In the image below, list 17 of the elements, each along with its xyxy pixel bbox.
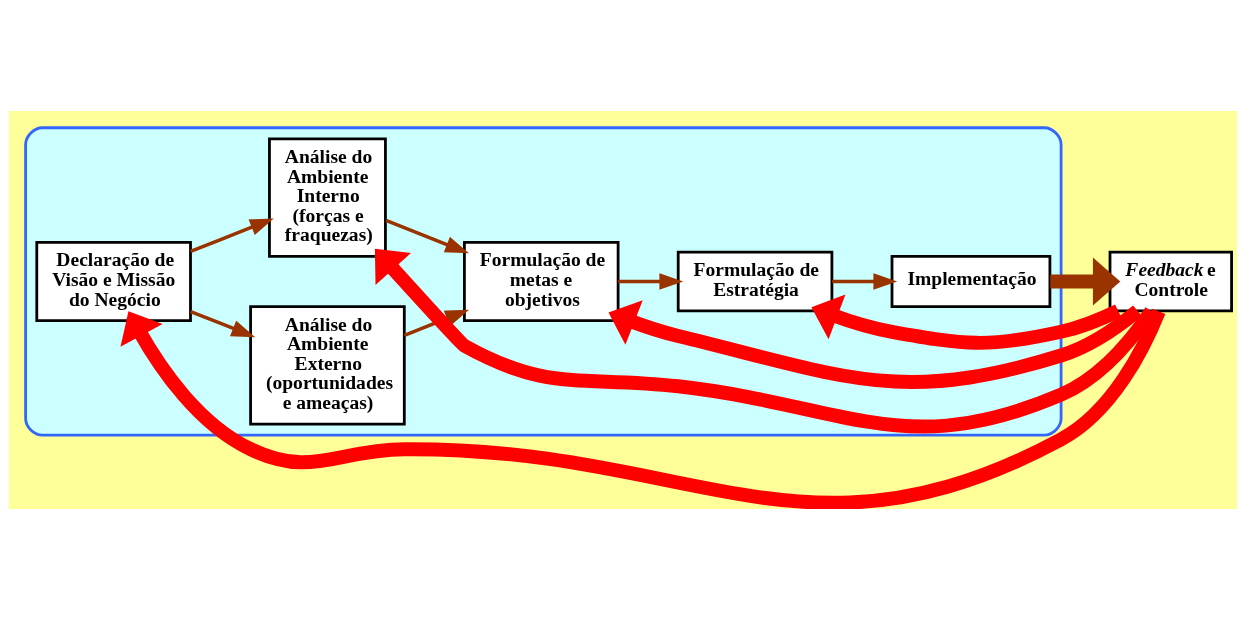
arrow xyxy=(832,272,898,290)
arrow xyxy=(618,272,684,290)
node-box: Implementação xyxy=(890,254,1052,308)
node-box: Formulação de metas e objetivos xyxy=(463,240,620,322)
arrow xyxy=(189,309,256,337)
cluster xyxy=(24,125,1063,437)
arrow xyxy=(120,308,1166,509)
arrow xyxy=(811,293,1122,350)
node-box: Formulação de Estratégia xyxy=(676,250,834,312)
arrow xyxy=(385,218,469,253)
arrow xyxy=(608,299,1142,389)
node-box: Declaração de Visão e Missão do Negócio xyxy=(35,240,192,322)
node-box: Feedback e Controle xyxy=(1108,250,1233,312)
arrow xyxy=(1050,257,1121,305)
node-box: Análise do Ambiente Externo (oportunidades e ameaças) xyxy=(249,304,406,425)
node-box: Análise do Ambiente Interno (forças e fraquezas) xyxy=(268,137,387,258)
arrow xyxy=(189,217,274,253)
